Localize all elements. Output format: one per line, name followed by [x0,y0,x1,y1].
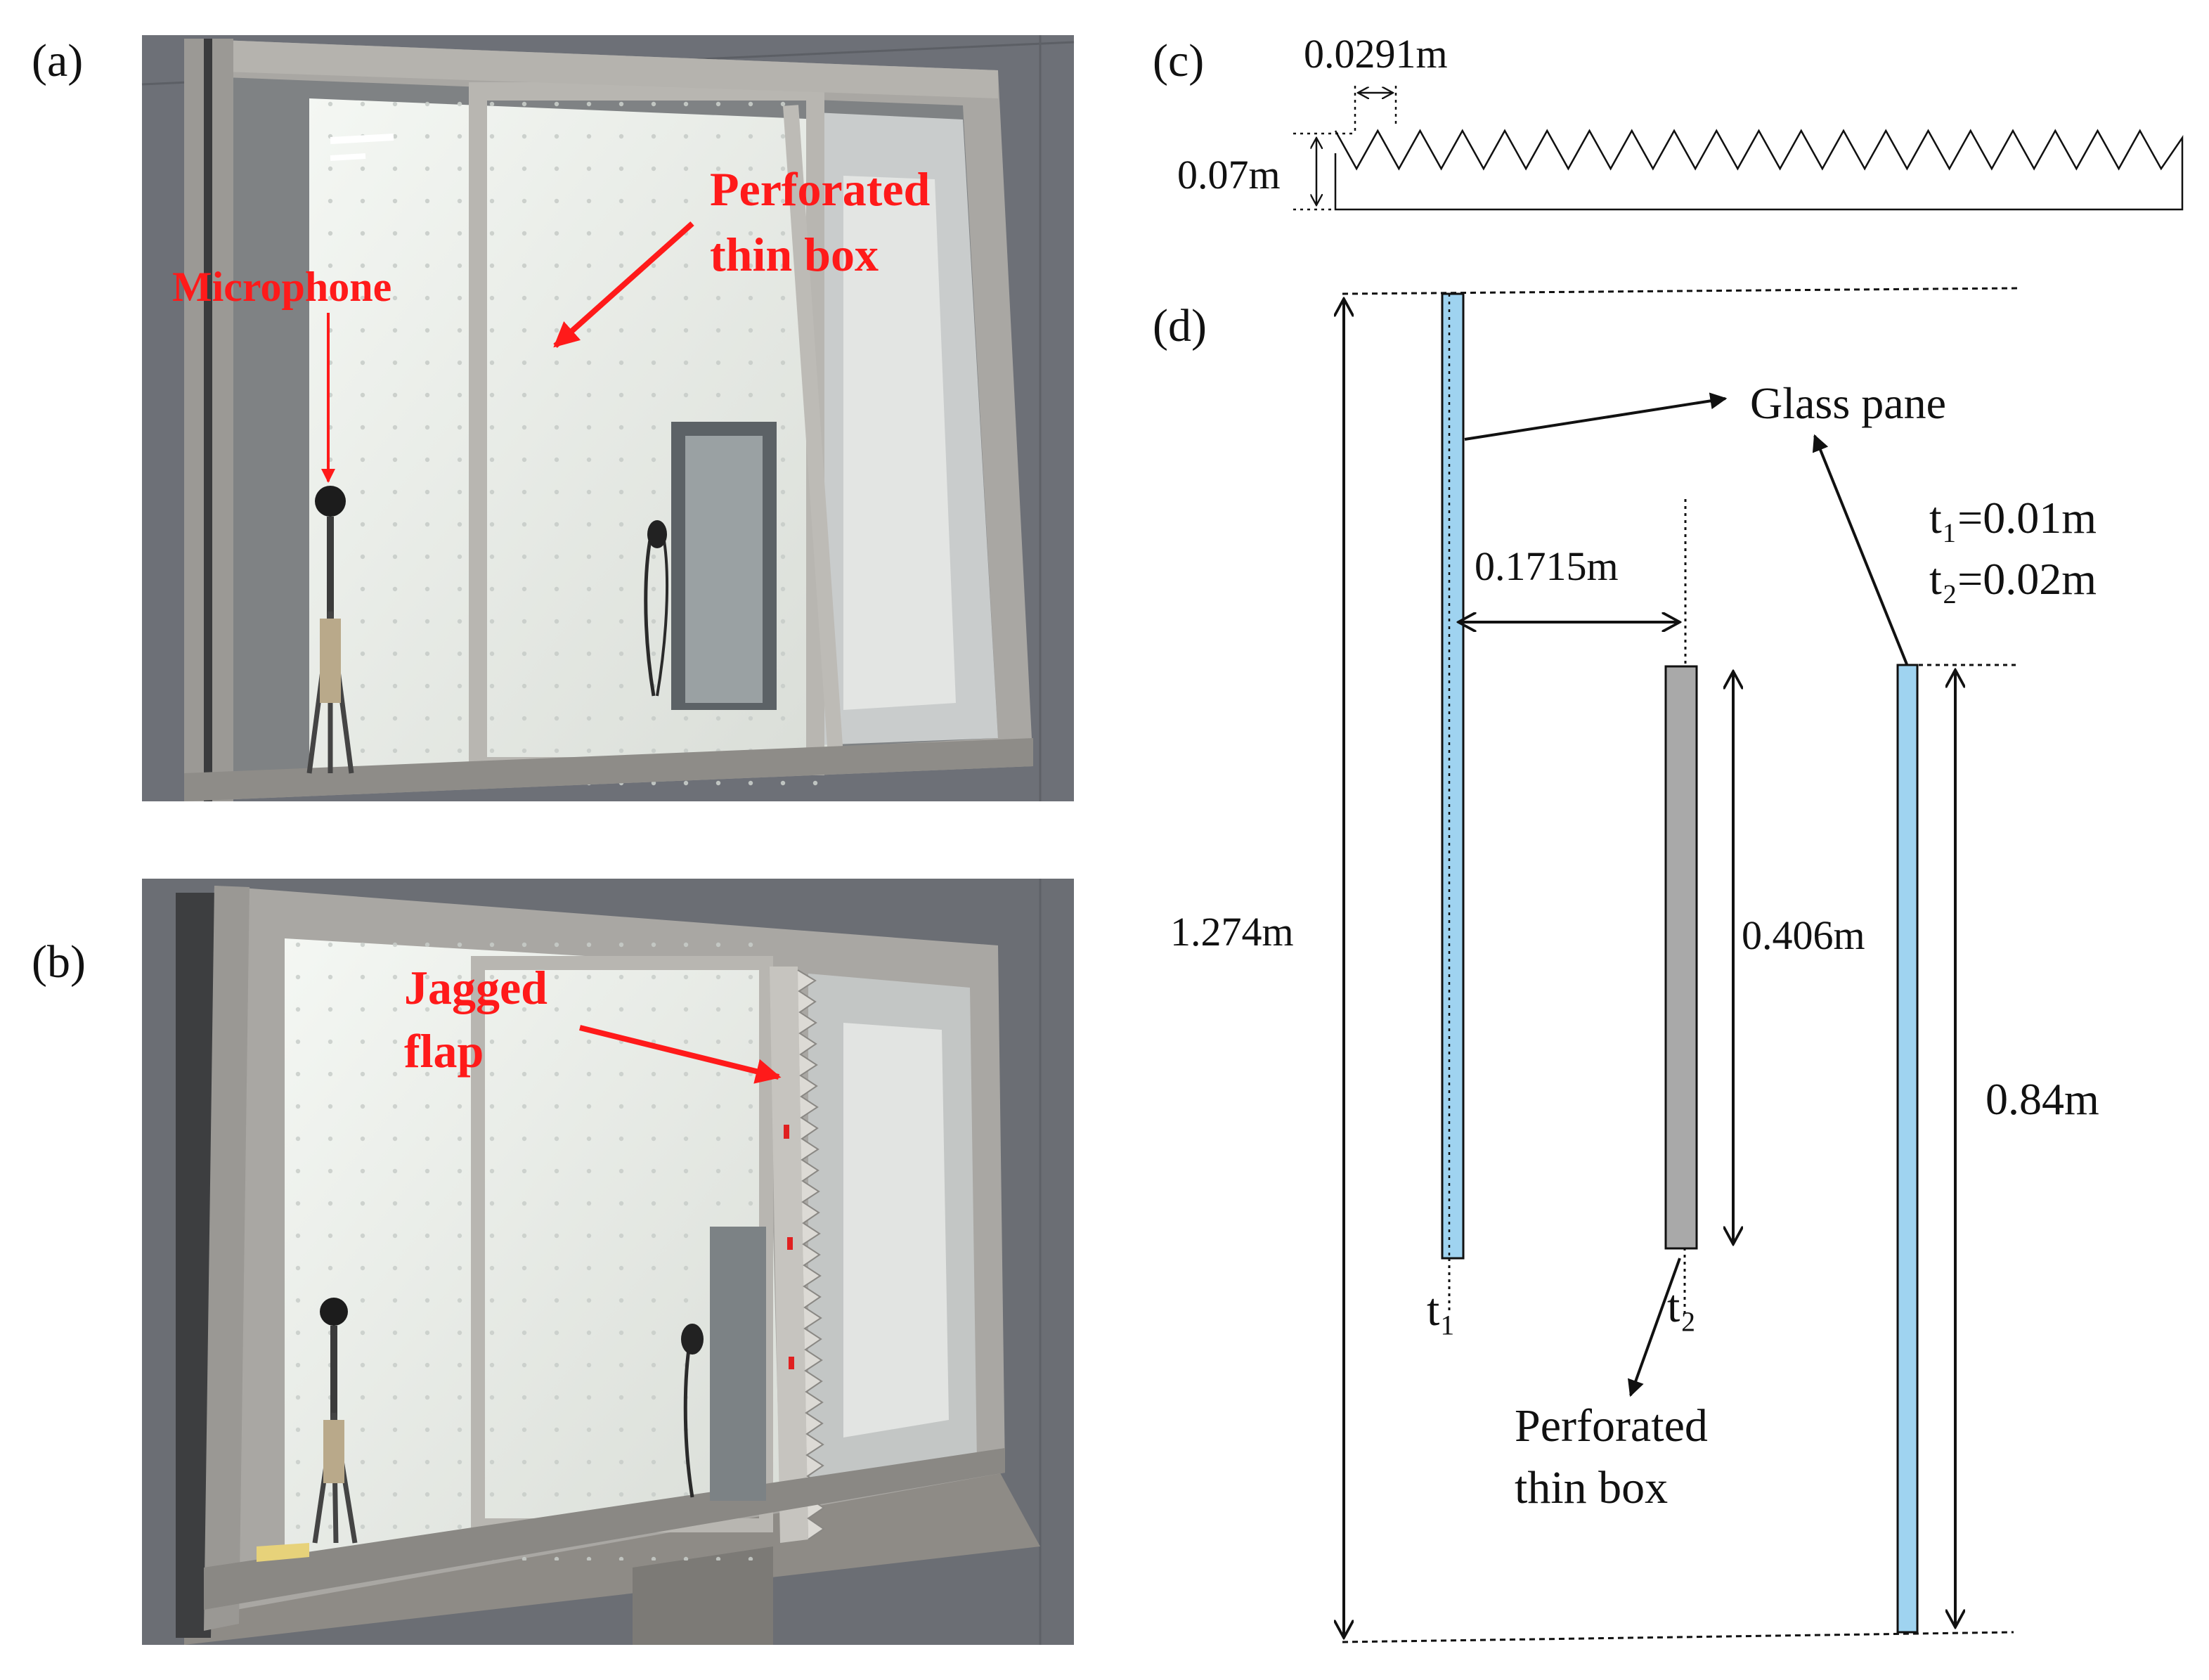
perforated-box-label-line2: thin box [710,228,879,281]
perforated-box-pointer [1628,1258,1681,1397]
photo-b-annotations: Jagged flap [404,961,782,1084]
jagged-flap-arrow [579,1025,782,1084]
perforated-box-label-line1-d: Perforated [1515,1400,1708,1452]
perforated-box-label-line1: Perforated [710,162,931,216]
glass-pane-pointer-left [1464,392,1728,441]
panel-label-b: (b) [32,936,86,988]
tooth-width-label: 0.0291m [1304,31,1448,77]
jagged-flap-label-line1: Jagged [404,961,548,1014]
t1-value-label: t₁=0.01m [1929,493,2097,543]
glass-pane-left [1441,292,1465,1260]
gap-label: 0.1715m [1475,543,1619,589]
glass-pane-pointer-right [1812,434,1908,665]
microphone-label: Microphone [172,264,391,310]
photo-a [141,35,1075,801]
jagged-profile: 0.0291m 0.07m [1177,31,2184,211]
panel-label-d: (d) [1153,300,1207,351]
perforated-box-label-line2-d: thin box [1515,1462,1668,1513]
photo-b [142,879,1074,1645]
pane-height-label: 0.84m [1985,1074,2099,1124]
jagged-teeth [1334,129,2184,211]
perforated-box-arrow [553,221,694,348]
t2-label: t₂ [1667,1281,1696,1332]
panel-label-c: (c) [1153,35,1204,86]
perforated-thin-box [1664,665,1698,1250]
photo-a-annotations: Microphone Perforated thin box [172,162,931,483]
tooth-height-label: 0.07m [1177,152,1281,198]
schematic: 1.274m 0.1715m 0.406m 0.84m Glass pane t… [1170,287,2099,1643]
glass-pane-right [1896,664,1919,1634]
total-height-label: 1.274m [1170,909,1294,955]
t1-label: t₁ [1427,1284,1456,1336]
jagged-flap-label-line2: flap [404,1024,484,1078]
t2-value-label: t₂=0.02m [1929,554,2097,604]
glass-pane-label: Glass pane [1750,378,1946,428]
panel-label-a: (a) [32,35,83,86]
box-height-label: 0.406m [1742,912,1865,958]
